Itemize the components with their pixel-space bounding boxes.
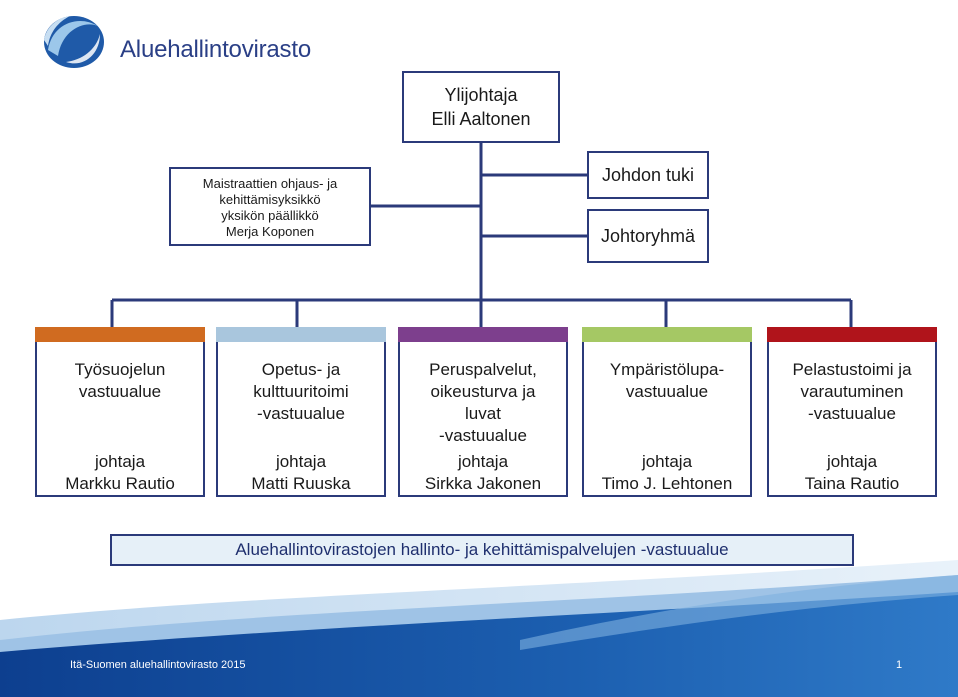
- unit-color-bar: [216, 327, 386, 342]
- unit-name: Opetus- ja kulttuuritoimi -vastuualue: [253, 360, 349, 423]
- maistraatit-line3: yksikön päällikkö: [221, 208, 319, 223]
- hallinto-unit-box: Aluehallintovirastojen hallinto- ja kehi…: [110, 534, 854, 566]
- unit-manager: johtaja Matti Ruuska: [251, 452, 351, 493]
- unit-manager: johtaja Taina Rautio: [804, 452, 900, 493]
- unit-box-tyosuojelu: Työsuojelun vastuualue johtaja Markku Ra…: [35, 327, 205, 497]
- johtoryhma-label: Johtoryhmä: [600, 225, 696, 246]
- page-number: 1: [896, 659, 903, 671]
- unit-box-ymparistolupa: Ympäristölupa- vastuualue johtaja Timo J…: [582, 327, 752, 497]
- ylijohtaja-title: Ylijohtaja: [444, 85, 518, 105]
- aluehallintovirasto-logo-icon: [44, 16, 104, 68]
- maistraatit-line4: Merja Koponen: [225, 224, 315, 239]
- hallinto-unit-label: Aluehallintovirastojen hallinto- ja kehi…: [235, 540, 729, 559]
- ylijohtaja-name: Elli Aaltonen: [431, 109, 531, 129]
- unit-name: Ympäristölupa- vastuualue: [609, 360, 725, 401]
- johdon-tuki-label: Johdon tuki: [601, 164, 695, 185]
- unit-color-bar: [767, 327, 937, 342]
- footer-text: Itä-Suomen aluehallintovirasto 2015: [70, 659, 246, 671]
- unit-manager: johtaja Sirkka Jakonen: [424, 452, 542, 493]
- maistraatit-line1: Maistraattien ohjaus- ja: [202, 176, 338, 191]
- johtoryhma-box: Johtoryhmä: [587, 209, 709, 263]
- ylijohtaja-box: Ylijohtaja Elli Aaltonen: [402, 71, 560, 143]
- johdon-tuki-box: Johdon tuki: [587, 151, 709, 199]
- unit-color-bar: [398, 327, 568, 342]
- logo-text: Aluehallintovirasto: [120, 36, 311, 63]
- unit-color-bar: [35, 327, 205, 342]
- unit-manager: johtaja Markku Rautio: [65, 452, 175, 493]
- unit-name: Työsuojelun vastuualue: [74, 360, 166, 401]
- maistraatit-line2: kehittämisyksikkö: [219, 192, 321, 207]
- unit-manager: johtaja Timo J. Lehtonen: [601, 452, 733, 493]
- unit-box-pelastustoimi: Pelastustoimi ja varautuminen -vastuualu…: [767, 327, 937, 497]
- unit-color-bar: [582, 327, 752, 342]
- unit-box-peruspalvelut: Peruspalvelut, oikeusturva ja luvat -vas…: [398, 327, 568, 497]
- unit-name: Peruspalvelut, oikeusturva ja luvat -vas…: [429, 360, 537, 445]
- maistraatit-unit-box: Maistraattien ohjaus- ja kehittämisyksik…: [169, 167, 371, 246]
- unit-name: Pelastustoimi ja varautuminen -vastuualu…: [792, 360, 912, 423]
- unit-box-opetus: Opetus- ja kulttuuritoimi -vastuualue jo…: [216, 327, 386, 497]
